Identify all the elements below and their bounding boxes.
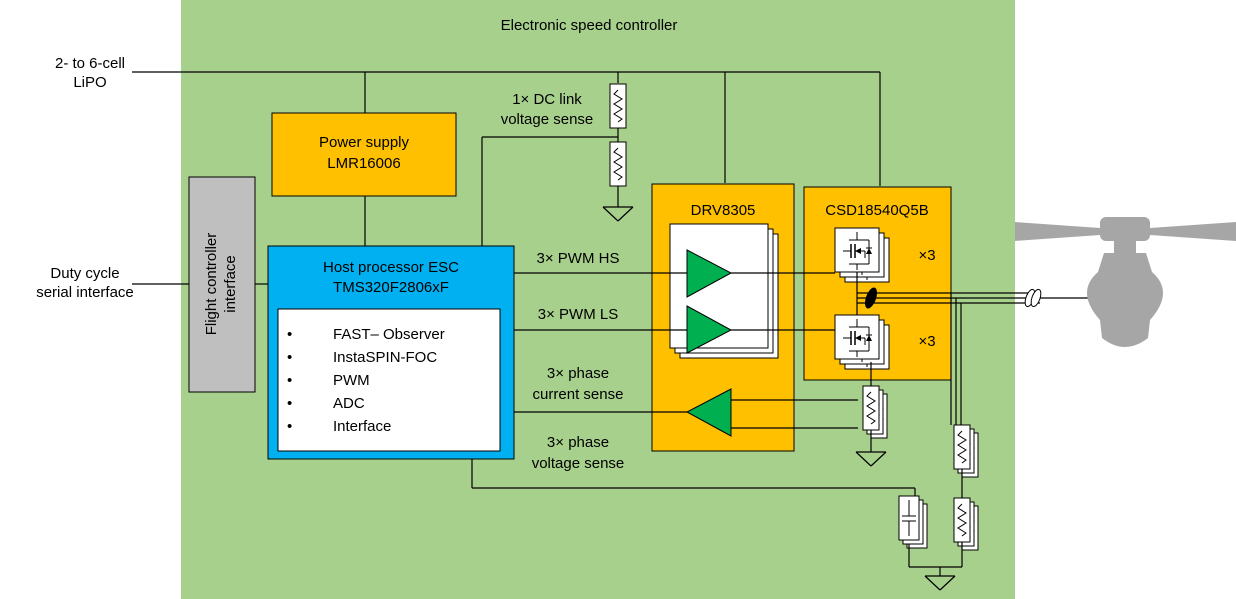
flight-controller-interface-label: Flight controller interface: [203, 233, 239, 336]
voltage-divider-top: [953, 424, 979, 478]
phase-voltage-wire: [471, 459, 916, 496]
dc-link-divider: [481, 83, 634, 246]
phase-output-bus: [857, 287, 1100, 425]
svg-text:2- to 6-cell: 2- to 6-cell: [55, 55, 125, 72]
current-sense-label-line2: current sense: [533, 386, 624, 403]
hs-fet-multiplier: ×3: [918, 247, 935, 264]
board-title: Electronic speed controller: [501, 17, 678, 34]
current-sense-wires: [514, 399, 858, 429]
svg-text:interface: interface: [222, 255, 239, 313]
power-supply-title: Power supply: [319, 134, 410, 151]
feature-item: Interface: [333, 418, 391, 435]
current-sense-amp: [685, 388, 732, 437]
svg-text:Flight controller: Flight controller: [203, 233, 220, 336]
svg-text:LiPO: LiPO: [73, 74, 106, 91]
drv8305-label: DRV8305: [691, 202, 756, 219]
voltage-sense-label-line1: 3× phase: [547, 434, 609, 451]
dc-link-label-line2: voltage sense: [501, 111, 594, 128]
feature-item: FAST– Observer: [333, 326, 445, 343]
ls-fet-multiplier: ×3: [918, 333, 935, 350]
svg-text:Duty cycle: Duty cycle: [50, 265, 119, 282]
svg-text:•: •: [287, 418, 292, 435]
svg-text:•: •: [287, 349, 292, 366]
svg-text:•: •: [287, 395, 292, 412]
duty-cycle-label: Duty cycle serial interface: [36, 265, 134, 301]
filter-capacitor-stack: [898, 495, 928, 549]
shunt-resistor-stack: [855, 362, 888, 467]
motor-propeller-icon: [1015, 217, 1236, 347]
gate-driver-stack: [669, 223, 779, 359]
svg-text:•: •: [287, 326, 292, 343]
mosfet-label: CSD18540Q5B: [825, 202, 928, 219]
host-processor-part: TMS320F2806xF: [333, 279, 449, 296]
feature-item: PWM: [333, 372, 370, 389]
feature-item: ADC: [333, 395, 365, 412]
svg-text:serial interface: serial interface: [36, 284, 134, 301]
battery-label: 2- to 6-cell LiPO: [55, 55, 125, 91]
ls-fet-stack: [834, 314, 890, 370]
voltage-divider-bottom: [953, 497, 979, 551]
host-feature-list: [277, 308, 501, 452]
power-supply-part: LMR16006: [327, 155, 400, 172]
host-processor-title: Host processor ESC: [323, 259, 459, 276]
svg-text:•: •: [287, 372, 292, 389]
power-supply-block: [271, 112, 457, 197]
hs-fet-stack: [834, 227, 890, 283]
pwm-hs-label: 3× PWM HS: [537, 250, 620, 267]
voltage-sense-label-line2: voltage sense: [532, 455, 625, 472]
pwm-ls-label: 3× PWM LS: [538, 306, 618, 323]
current-sense-label-line1: 3× phase: [547, 365, 609, 382]
feature-item: InstaSPIN-FOC: [333, 349, 437, 366]
flight-controller-interface-block: [188, 176, 256, 393]
host-feature-bullets: • FAST– Observer • InstaSPIN-FOC • PWM • ADC…: [287, 326, 445, 435]
dc-link-label-line1: 1× DC link: [512, 91, 582, 108]
battery-rail: [132, 71, 881, 186]
